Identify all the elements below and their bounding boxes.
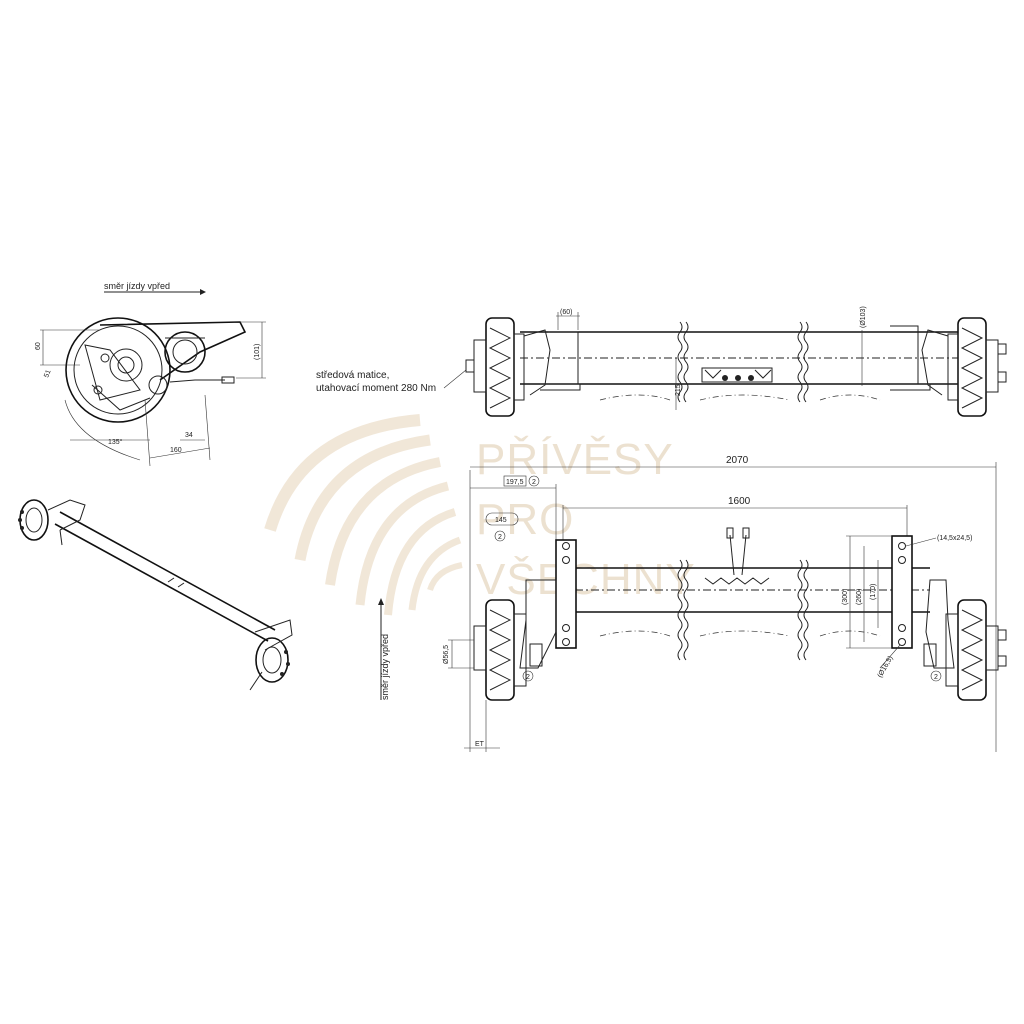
center-cable-guide bbox=[704, 527, 770, 585]
top-right-wheel bbox=[947, 317, 1007, 417]
dim-side-101: (101) bbox=[254, 344, 261, 360]
break-line-1 bbox=[677, 321, 683, 403]
dim-bracket-1975: 197,5 bbox=[506, 479, 524, 486]
brake-shoe-shape bbox=[84, 344, 141, 401]
watermark-line2: PRO bbox=[476, 495, 574, 544]
note-2-d: 2 bbox=[526, 674, 530, 681]
watermark-line3: VŠECHNY bbox=[476, 554, 696, 604]
dim-side-34: 34 bbox=[185, 432, 193, 439]
dim-height-300: (300) bbox=[842, 589, 849, 605]
iso-beam-bottom bbox=[54, 523, 269, 642]
iso-hub-left bbox=[19, 499, 49, 541]
watermark-logo: PŘÍVĚSY PRO VŠECHNY bbox=[264, 414, 696, 616]
top-view: (60) (Ø103) 215 bbox=[465, 306, 1007, 417]
dim-top-215: 215 bbox=[675, 384, 682, 396]
leader-hole-d bbox=[879, 644, 901, 669]
nut-note: středová matice, utahovací moment 280 Nm bbox=[316, 369, 467, 394]
brake-linkage bbox=[91, 384, 151, 411]
iso-arm-left bbox=[47, 499, 86, 531]
hub-outer bbox=[109, 348, 143, 382]
top-left-arm bbox=[523, 329, 551, 396]
rotation-arc bbox=[64, 399, 141, 461]
nut-note-line1: středová matice, bbox=[316, 370, 389, 381]
cam-lever bbox=[148, 375, 168, 395]
watermark-arcs bbox=[264, 414, 463, 616]
side-arm-outline bbox=[99, 321, 247, 381]
watermark-line1: PŘÍVĚSY bbox=[476, 435, 674, 484]
front-right-wheel bbox=[945, 599, 1007, 701]
arrow-right-icon bbox=[200, 289, 206, 295]
note-2-a: 2 bbox=[532, 479, 536, 486]
dim-slot-145: 145 bbox=[495, 517, 507, 524]
isometric-view bbox=[18, 499, 293, 691]
bolt-b bbox=[93, 385, 103, 395]
note-2-b: 2 bbox=[498, 534, 502, 541]
nut-note-line2: utahovací moment 280 Nm bbox=[316, 383, 436, 394]
iso-arm-right bbox=[254, 619, 293, 651]
top-left-wheel bbox=[465, 317, 525, 417]
dim-line-160 bbox=[149, 447, 211, 459]
right-mount-plate bbox=[891, 535, 913, 649]
dim-offset-et: ET bbox=[475, 741, 485, 748]
dim-side-60: 60 bbox=[35, 342, 42, 350]
drum-backplate bbox=[65, 317, 171, 423]
top-center-bracket bbox=[701, 367, 773, 383]
front-break-line-2 bbox=[797, 559, 803, 661]
bolt-a bbox=[100, 353, 110, 363]
direction-label-left: směr jízdy vpřed bbox=[378, 598, 390, 700]
dim-drum-565: Ø56,5 bbox=[443, 645, 450, 664]
dim-bolt-holes: (14,5x24,5) bbox=[937, 535, 972, 542]
front-break-line-1 bbox=[677, 559, 683, 661]
dim-top-60: (60) bbox=[560, 309, 572, 316]
direction-text-top: směr jízdy vpřed bbox=[104, 281, 170, 291]
front-view: 2070 1600 197,5 2 145 2 bbox=[443, 455, 1007, 752]
cable-end bbox=[221, 376, 235, 384]
direction-label-top: směr jízdy vpřed bbox=[104, 281, 206, 295]
note-2-c: 2 bbox=[934, 674, 938, 681]
iso-beam-top bbox=[59, 511, 276, 631]
dim-side-51: 51 bbox=[43, 369, 52, 379]
dim-side-160: 160 bbox=[170, 447, 182, 454]
right-swing-arm bbox=[925, 579, 955, 669]
iso-hub-right bbox=[255, 637, 289, 683]
break-line-2 bbox=[797, 321, 803, 403]
torsion-tube-inner bbox=[172, 339, 198, 365]
side-view: 60 (101) 51 135° 160 34 bbox=[35, 317, 266, 467]
drum-inner-ring bbox=[73, 325, 163, 415]
dim-height-260: (260) bbox=[856, 589, 863, 605]
leader-bolt-holes bbox=[905, 537, 937, 547]
slot-145 bbox=[485, 512, 519, 526]
dim-overall-2070: 2070 bbox=[726, 455, 749, 466]
hub-inner bbox=[117, 356, 135, 374]
arrow-up-icon bbox=[378, 598, 384, 605]
dim-height-170: (170) bbox=[870, 584, 877, 600]
dim-track-1600: 1600 bbox=[728, 496, 751, 507]
top-right-arm bbox=[921, 329, 949, 396]
dim-hole-d: (Ø16,5) bbox=[877, 655, 895, 679]
brake-cable bbox=[169, 379, 225, 383]
direction-text-left: směr jízdy vpřed bbox=[380, 634, 390, 700]
dim-top-103: (Ø103) bbox=[860, 306, 867, 328]
nut-leader-line bbox=[443, 369, 467, 389]
front-left-wheel bbox=[473, 599, 527, 701]
dim-side-135: 135° bbox=[108, 438, 123, 446]
torsion-tube-outer bbox=[164, 331, 206, 373]
